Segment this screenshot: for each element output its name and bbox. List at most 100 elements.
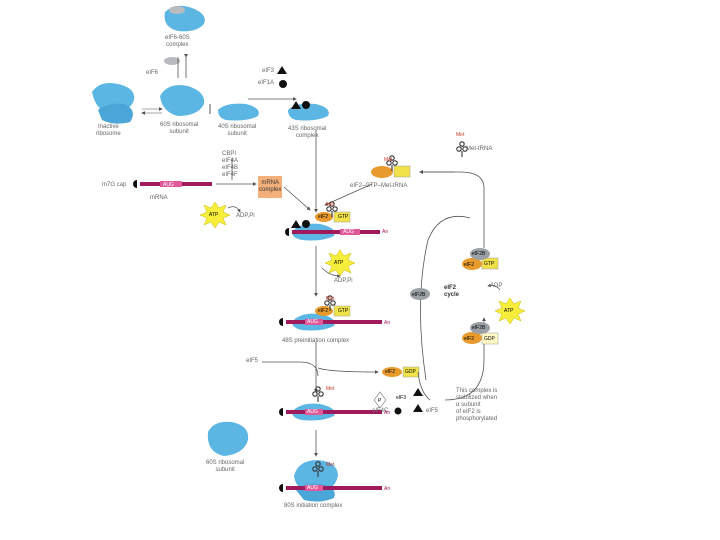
cycle-eif2b-oval-top — [470, 248, 490, 260]
cycle-left-loop — [420, 215, 471, 381]
mrna-label: mRNA — [150, 195, 168, 201]
cycle-eif2-gdp-oval — [462, 332, 482, 344]
an-48s-label: An — [384, 320, 391, 326]
inactive-ribosome-label: Inactive ribosome — [96, 124, 121, 137]
mrna-strand-upper — [133, 180, 212, 188]
mrna-complex-arrow — [283, 186, 311, 211]
an-80s-label: An — [384, 486, 391, 492]
atp-hydrolysis-arrow-upper — [227, 206, 241, 213]
cycle-eif2-gtp-oval — [462, 258, 482, 270]
met-scan-label: Met — [326, 202, 335, 208]
released-eif3-triangle-icon — [413, 388, 423, 396]
atp-right-label: ATP — [504, 308, 514, 314]
cycle-right-up — [444, 317, 486, 401]
eif2b-oval — [410, 288, 430, 300]
cycle-gdp-box — [481, 332, 499, 345]
eif5-triangle-icon — [413, 404, 423, 412]
eif3-label: eIF3 — [262, 68, 275, 74]
aug-upper-label: AUG — [163, 182, 174, 188]
cycle-eif2b-oval-bottom — [470, 322, 490, 334]
ternary-complex-label: eIF2–GTP–Met-tRNA — [350, 183, 408, 189]
43s-complex-label: 43S ribosomal complex — [288, 126, 327, 139]
atp-hydrolysis-arrow-right — [487, 283, 501, 291]
atp-hydrolysis-arrow-middle — [321, 267, 341, 278]
met-trna-label: Met-tRNA — [466, 146, 493, 152]
gtp-scan-label: GTP — [338, 214, 349, 220]
atp-burst-upper-icon — [199, 201, 231, 229]
released-eif2-oval — [382, 367, 402, 377]
aug-scan-label: AUG — [343, 229, 354, 235]
cycle-gtp-box — [481, 257, 499, 270]
gtp-48s-label: GTP — [338, 308, 349, 314]
eif5-label: eIF5 — [246, 358, 259, 364]
eif2-released-label: eIF2 — [385, 369, 396, 375]
eif2-scan-label: eIF2 — [318, 214, 329, 220]
eif6-60s-complex — [164, 5, 205, 32]
eif2-cycle-gdp-label: eIF2 — [464, 336, 475, 342]
48s-preinitiation-complex — [279, 295, 382, 331]
aug-pre80s-label: AUG — [307, 409, 318, 415]
eif4c-label: eIF4C — [372, 408, 389, 414]
eif6-label: eIF6 — [146, 70, 159, 76]
adp-pi-upper-label: ADP,Pi — [236, 213, 255, 219]
80s-initiation-complex — [279, 460, 382, 502]
eif3-released-label: eIF3 — [396, 395, 407, 401]
pre-80s-complex — [279, 386, 382, 421]
eif1a-label: eIF1A — [258, 80, 275, 86]
eif2-cycle-gtp-label: eIF2 — [464, 262, 475, 268]
ternary-complex — [371, 155, 411, 178]
pi-diamond-icon — [373, 391, 387, 409]
eif3-triangle-icon — [277, 66, 287, 74]
eif2b-top-label: eIF2B — [472, 251, 486, 257]
atp-burst-right-icon — [494, 297, 526, 325]
cycle-top-arrow — [419, 170, 485, 248]
48s-complex-label: 48S preinitiation complex — [282, 338, 350, 344]
pi-label: P — [378, 398, 382, 404]
eif6-factor — [164, 57, 180, 65]
eif1a-circle-icon — [279, 80, 287, 88]
cbp-factors-label: CBPI eIF4A eIF4B eIF4F — [222, 151, 239, 178]
eif2-cycle-label: eIF2 cycle — [444, 285, 460, 298]
adp-pi-middle-label: ADP,Pi — [334, 278, 353, 284]
60s-subunit-bottom — [207, 421, 249, 456]
eif6-60s-complex-label: eIF6-60S complex — [165, 35, 190, 48]
eif5-released-label: eIF5 — [426, 408, 439, 414]
aug-48s-label: AUG — [307, 319, 318, 325]
met-80s-label: Met — [326, 462, 335, 468]
released-gdp-box — [402, 366, 420, 378]
aug-80s-label: AUG — [307, 485, 318, 491]
release-arrow — [317, 367, 379, 374]
stable-note: This complex is stabilized when α subuni… — [456, 388, 498, 422]
43s-complex — [288, 101, 329, 121]
scanning-complex — [285, 201, 380, 241]
eif2b-bottom-label: eIF2B — [472, 325, 486, 331]
40s-subunit — [218, 103, 259, 121]
met-pre80s-label: Met — [326, 386, 335, 392]
an-scan-label: An — [382, 229, 389, 235]
cycle-bottom-curve — [417, 371, 431, 401]
gdp-released-label: GDP — [405, 369, 416, 375]
mrna-complex-label: mRNA complex — [259, 180, 282, 193]
eif2-48s-label: eIF2 — [318, 308, 329, 314]
60s-subunit-bottom-label: 60S ribosomal subunit — [206, 460, 245, 473]
atp-middle-label: ATP — [334, 260, 344, 266]
an-pre80s-label: An — [384, 410, 391, 416]
mrna-complex-box — [258, 176, 282, 198]
eif5-arrow — [262, 361, 319, 377]
met-48s-label: Met — [326, 296, 335, 302]
adp-right-label: ADP — [490, 283, 503, 289]
gdp-cycle-label: GDP — [484, 336, 495, 342]
atp-upper-label: ATP — [209, 212, 219, 218]
inactive-ribosome — [92, 83, 135, 124]
met-ternary-label: Met — [384, 157, 393, 163]
60s-subunit-label: 60S ribosomal subunit — [160, 122, 199, 135]
gtp-cycle-label: GTP — [484, 261, 495, 267]
eif2b-label: eIF2B — [412, 292, 426, 298]
released-eif1a-circle-icon — [394, 407, 402, 415]
40s-subunit-label: 40S ribosomal subunit — [218, 124, 257, 137]
an-upper-label: An — [206, 182, 213, 188]
60s-subunit — [160, 85, 205, 116]
m7g-cap-label: m7G cap — [102, 182, 127, 188]
